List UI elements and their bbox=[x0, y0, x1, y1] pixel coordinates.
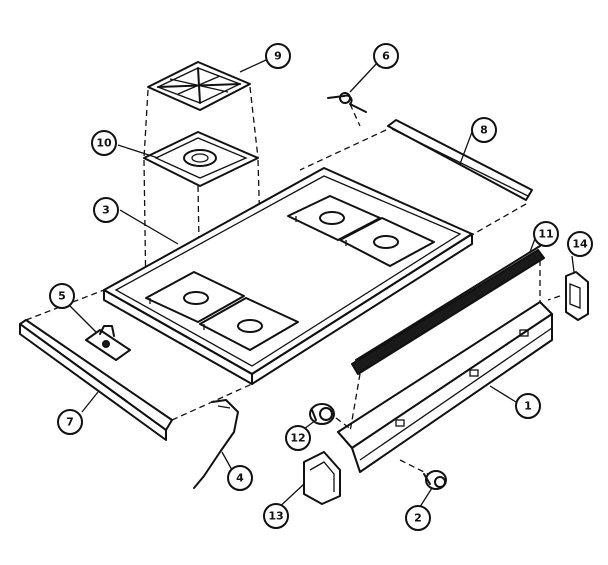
part-clip bbox=[327, 92, 367, 127]
part-burner-grate bbox=[147, 61, 251, 111]
callout-9-label: 9 bbox=[274, 50, 282, 63]
callout-3: 3 bbox=[93, 197, 119, 223]
callout-1: 1 bbox=[515, 393, 541, 419]
callout-5: 5 bbox=[49, 283, 75, 309]
callout-12: 12 bbox=[285, 425, 311, 451]
callout-4-label: 4 bbox=[236, 472, 244, 485]
part-knob-right bbox=[399, 459, 447, 490]
callout-11-label: 11 bbox=[538, 228, 553, 241]
callout-11: 11 bbox=[533, 221, 559, 247]
callout-1-label: 1 bbox=[524, 400, 532, 413]
callout-14-label: 14 bbox=[572, 238, 588, 251]
part-side-rail bbox=[337, 260, 553, 473]
callout-8-label: 8 bbox=[480, 124, 488, 137]
callout-12-label: 12 bbox=[290, 432, 305, 445]
callout-5-label: 5 bbox=[58, 290, 66, 303]
part-burner-pan bbox=[143, 131, 259, 187]
callout-8: 8 bbox=[471, 117, 497, 143]
callout-3-label: 3 bbox=[102, 204, 110, 217]
callout-2-label: 2 bbox=[414, 512, 422, 525]
part-control-strip bbox=[351, 245, 545, 375]
callout-7: 7 bbox=[57, 409, 83, 435]
callout-4: 4 bbox=[227, 465, 253, 491]
callout-6: 6 bbox=[373, 43, 399, 69]
callout-7-label: 7 bbox=[66, 416, 74, 429]
callout-13: 13 bbox=[263, 503, 289, 529]
part-cooktop bbox=[103, 167, 473, 385]
part-end-bracket bbox=[547, 271, 589, 321]
callout-13-label: 13 bbox=[268, 510, 283, 523]
callout-9: 9 bbox=[265, 43, 291, 69]
callout-10-label: 10 bbox=[96, 137, 112, 150]
part-end-cap bbox=[303, 451, 341, 505]
part-wire-rod bbox=[193, 399, 239, 489]
part-trim-clip bbox=[85, 325, 131, 361]
part-knob-left bbox=[309, 403, 353, 431]
callout-6-label: 6 bbox=[382, 50, 390, 63]
callout-2: 2 bbox=[405, 505, 431, 531]
callout-10: 10 bbox=[91, 130, 117, 156]
callout-14: 14 bbox=[567, 231, 593, 257]
